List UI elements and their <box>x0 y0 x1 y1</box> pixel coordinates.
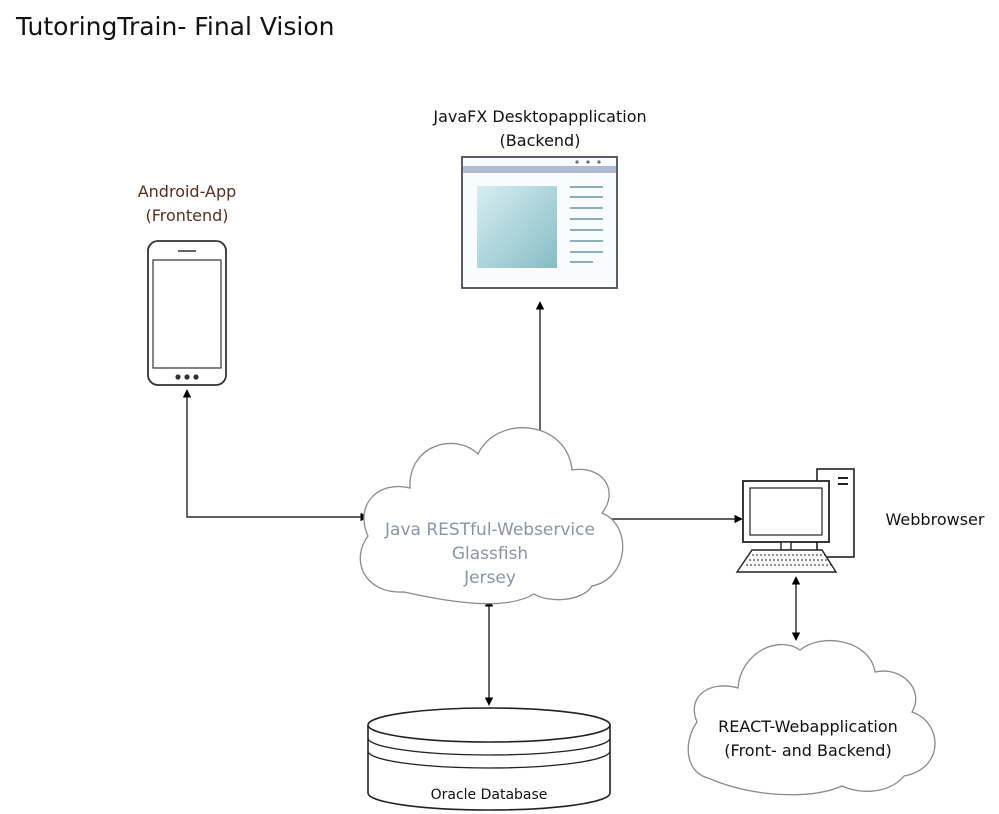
webservice-name: Java RESTful-Webservice <box>385 520 595 540</box>
page-title: TutoringTrain- Final Vision <box>16 12 335 41</box>
react-app-role: (Front- and Backend) <box>724 741 892 760</box>
webbrowser-label: Webbrowser <box>885 510 985 529</box>
desktop-app-label: JavaFX Desktopapplication (Backend) <box>400 105 680 153</box>
react-app-label: REACT-Webapplication (Front- and Backend… <box>688 715 928 763</box>
database-label: Oracle Database <box>430 787 548 803</box>
database-cylinder-icon <box>367 707 611 811</box>
desktop-app-name: JavaFX Desktopapplication <box>433 107 647 126</box>
webservice-server: Glassfish <box>451 544 529 564</box>
webservice-framework: Jersey <box>464 568 516 588</box>
application-window-icon <box>461 156 618 289</box>
android-app-role: (Frontend) <box>145 206 229 225</box>
desktop-app-role: (Backend) <box>499 131 581 150</box>
android-app-label: Android-App (Frontend) <box>97 180 277 228</box>
webservice-label: Java RESTful-Webservice Glassfish Jersey <box>360 518 620 590</box>
react-cloud-icon <box>687 639 936 796</box>
desktop-computer-icon <box>735 468 855 573</box>
connector-android-webservice <box>182 389 369 522</box>
webservice-cloud-icon <box>359 427 624 605</box>
react-app-name: REACT-Webapplication <box>718 717 898 736</box>
smartphone-icon <box>147 240 227 386</box>
android-app-name: Android-App <box>137 182 237 201</box>
